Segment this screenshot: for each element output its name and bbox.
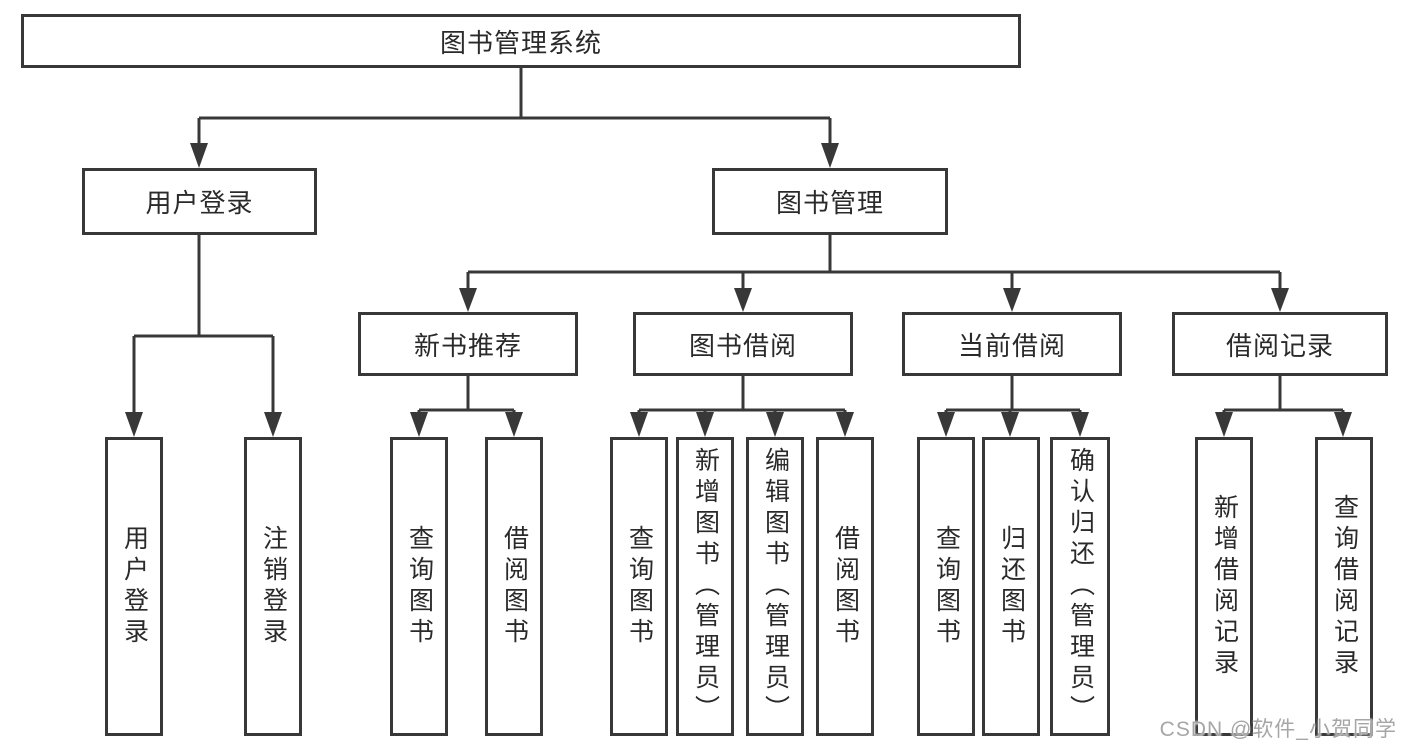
- node-user-login: 用户登录: [82, 168, 317, 235]
- leaf-current-confirm-return-admin: 确认归还（管理员）: [1050, 437, 1110, 736]
- leaf-current-return-books-label: 归还图书: [997, 524, 1026, 649]
- leaf-borrowing-add-books-admin-label: 新增图书（管理员）: [691, 447, 720, 726]
- node-root-system: 图书管理系统: [21, 14, 1021, 68]
- leaf-records-query-record: 查询借阅记录: [1315, 437, 1373, 736]
- leaf-user-login-label: 用户登录: [120, 524, 149, 649]
- leaf-borrowing-query-books: 查询图书: [610, 437, 668, 736]
- leaf-current-return-books: 归还图书: [982, 437, 1040, 736]
- node-book-management: 图书管理: [712, 168, 948, 235]
- leaf-borrowing-add-books-admin: 新增图书（管理员）: [676, 437, 734, 736]
- connector-arrowheads: [125, 143, 1352, 437]
- leaf-borrowing-edit-books-admin-label: 编辑图书（管理员）: [761, 447, 790, 726]
- node-book-borrowing: 图书借阅: [633, 312, 853, 376]
- leaf-recommend-borrow-books: 借阅图书: [485, 437, 543, 736]
- connector-strokes: [132, 68, 1345, 419]
- leaf-current-query-books-label: 查询图书: [932, 524, 961, 649]
- leaf-recommend-query-books-label: 查询图书: [405, 524, 434, 649]
- node-new-book-recommend-label: 新书推荐: [413, 330, 522, 361]
- node-book-borrowing-label: 图书借阅: [688, 330, 797, 361]
- leaf-borrowing-borrow-books-label: 借阅图书: [831, 524, 860, 649]
- leaf-current-query-books: 查询图书: [917, 437, 975, 736]
- leaf-logout-label: 注销登录: [259, 524, 288, 649]
- node-new-book-recommend: 新书推荐: [358, 312, 578, 376]
- node-root-system-label: 图书管理系统: [439, 27, 602, 58]
- leaf-records-query-record-label: 查询借阅记录: [1330, 493, 1359, 680]
- leaf-current-confirm-return-admin-label: 确认归还（管理员）: [1066, 447, 1095, 726]
- node-current-borrowing-label: 当前借阅: [957, 330, 1066, 361]
- leaf-user-login: 用户登录: [105, 437, 163, 736]
- leaf-logout: 注销登录: [244, 437, 302, 736]
- node-borrowing-records-label: 借阅记录: [1225, 330, 1334, 361]
- csdn-watermark: CSDN @软件_小贺同学: [1159, 718, 1397, 741]
- leaf-borrowing-edit-books-admin: 编辑图书（管理员）: [746, 437, 804, 736]
- leaf-recommend-borrow-books-label: 借阅图书: [500, 524, 529, 649]
- leaf-borrowing-borrow-books: 借阅图书: [816, 437, 874, 736]
- leaf-borrowing-query-books-label: 查询图书: [625, 524, 654, 649]
- node-borrowing-records: 借阅记录: [1172, 312, 1388, 376]
- leaf-records-add-record: 新增借阅记录: [1195, 437, 1253, 736]
- node-user-login-label: 用户登录: [145, 188, 254, 218]
- node-book-management-label: 图书管理: [775, 188, 884, 218]
- node-current-borrowing: 当前借阅: [902, 312, 1122, 376]
- leaf-recommend-query-books: 查询图书: [390, 437, 448, 736]
- leaf-records-add-record-label: 新增借阅记录: [1210, 493, 1239, 680]
